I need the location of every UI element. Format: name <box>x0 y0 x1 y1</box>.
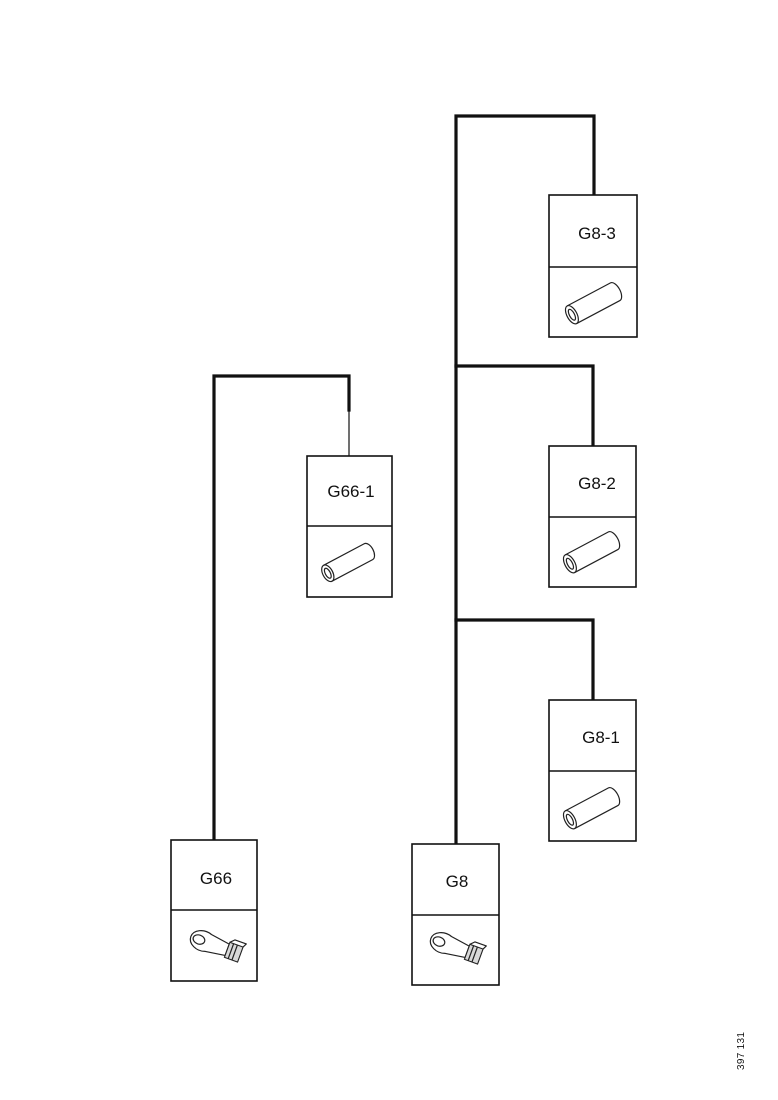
connector-label: G8-1 <box>582 728 620 747</box>
wire-g8-trunk <box>454 114 596 846</box>
connector-label: G8 <box>446 872 469 891</box>
connector-g8-2: G8-2 <box>548 445 637 588</box>
wire-g8-to-g8-2 <box>454 364 595 448</box>
connector-g8: G8 <box>411 843 500 986</box>
splice-sleeve-icon <box>562 531 621 574</box>
connector-label: G66-1 <box>327 482 374 501</box>
ring-terminal-icon <box>189 930 247 963</box>
connector-label: G66 <box>200 869 232 888</box>
wires <box>212 114 596 846</box>
figure-id: 397 131 <box>736 1031 747 1070</box>
connector-g8-1: G8-1 <box>548 699 637 842</box>
connector-g66-1: G66-1 <box>306 455 393 598</box>
connector-label: G8-3 <box>578 224 616 243</box>
wire-g8-to-g8-1 <box>454 618 595 702</box>
connector-g66: G66 <box>170 839 258 982</box>
splice-sleeve-icon <box>564 282 623 325</box>
connector-g8-3: G8-3 <box>548 194 638 338</box>
ring-terminal-icon <box>429 932 487 965</box>
splice-sleeve-icon <box>321 542 376 583</box>
splice-sleeve-icon <box>562 787 621 830</box>
wire-g66-to-g66-1 <box>212 374 351 842</box>
connector-label: G8-2 <box>578 474 616 493</box>
